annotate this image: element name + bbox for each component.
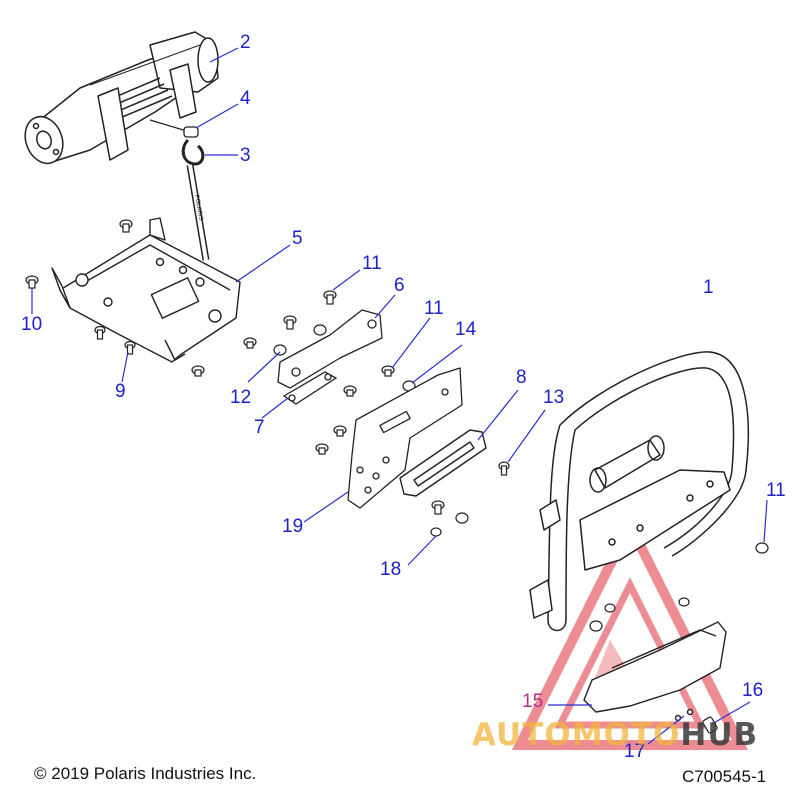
callout-19: 19 — [282, 516, 304, 537]
callout-11c: 11 — [766, 480, 786, 501]
bracket-part-6 — [277, 309, 383, 389]
watermark-part-auto: AUTO — [472, 717, 572, 753]
watermark-part-moto: MOTO — [571, 717, 681, 753]
watermark-part-hub: HUB — [680, 717, 759, 753]
callout-1: 1 — [703, 277, 714, 298]
winch-assembly — [24, 31, 219, 165]
callout-2: 2 — [240, 32, 251, 53]
callout-3: 3 — [240, 145, 251, 166]
callout-10: 10 — [21, 314, 43, 335]
callout-8: 8 — [516, 367, 527, 388]
callout-6: 6 — [394, 275, 405, 296]
callout-17: 17 — [624, 741, 646, 762]
callout-18: 18 — [380, 559, 402, 580]
fastener-bolts — [25, 219, 769, 632]
svg-text:POLARIS: POLARIS — [193, 194, 203, 221]
leader-lines — [31, 47, 768, 745]
callout-4: 4 — [240, 88, 251, 109]
callout-7: 7 — [254, 417, 265, 438]
fairlead-part-8 — [399, 429, 487, 497]
callout-12: 12 — [230, 387, 252, 408]
callout-11a: 11 — [362, 253, 382, 274]
callout-16: 16 — [742, 680, 764, 701]
callout-15: 15 — [522, 691, 544, 712]
plate-part-7 — [282, 371, 338, 405]
copyright-text: © 2019 Polaris Industries Inc. — [34, 764, 257, 783]
hook-and-strap: POLARIS — [149, 119, 210, 261]
watermark-text: AUTOMOTOHUB — [472, 720, 758, 751]
callout-9: 9 — [115, 381, 126, 402]
callout-11b: 11 — [424, 298, 444, 319]
callout-14: 14 — [455, 319, 477, 340]
front-bumper-part-1 — [529, 351, 750, 632]
callout-13: 13 — [543, 387, 565, 408]
winch-mount-plate — [51, 217, 241, 363]
callout-5: 5 — [292, 228, 303, 249]
mount-plate-part-19 — [347, 367, 463, 509]
figure-id: C700545-1 — [682, 767, 767, 786]
